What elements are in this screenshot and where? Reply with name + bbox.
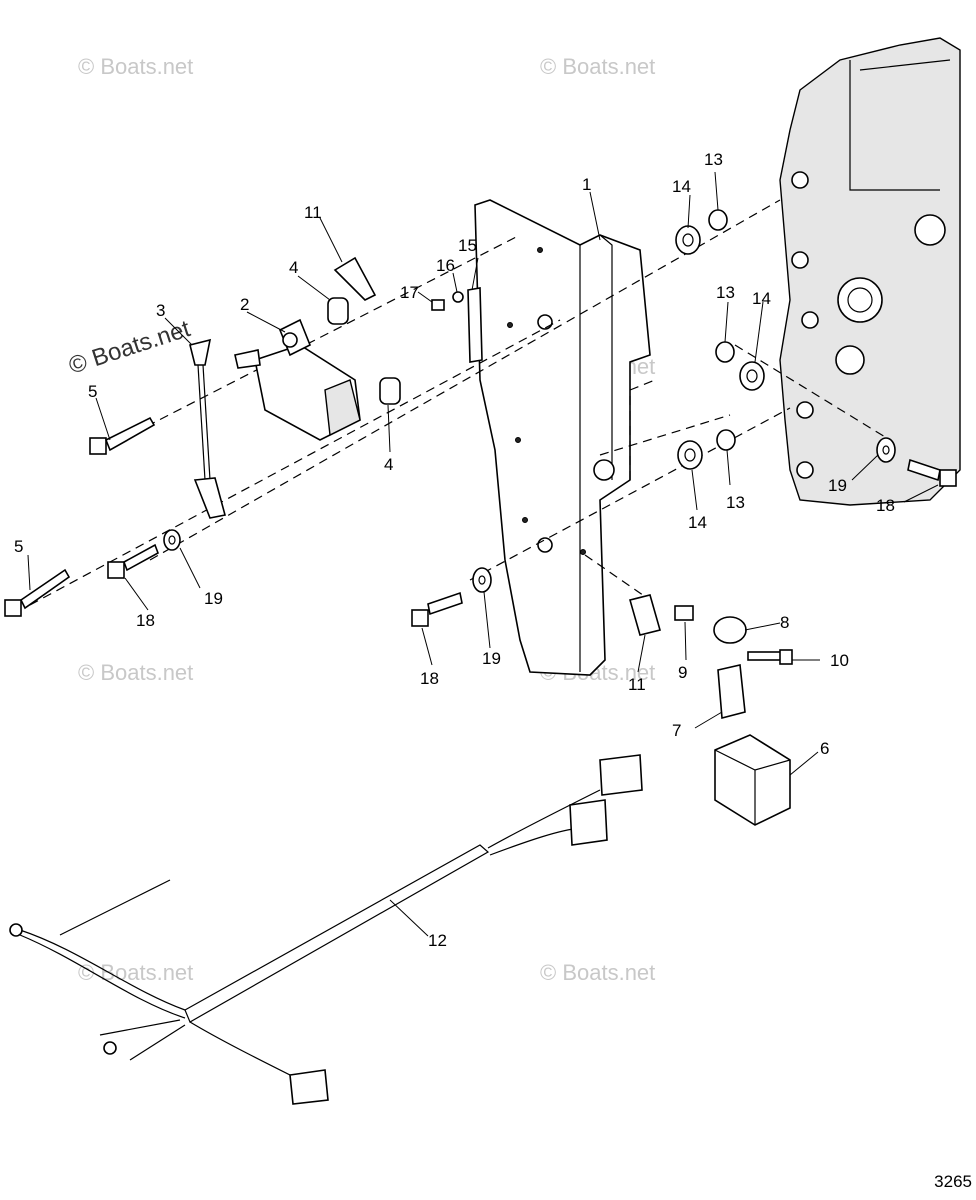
figure-number: 3265 <box>934 1172 972 1191</box>
callout-14: 14 <box>688 513 707 532</box>
bolt-short <box>107 543 159 579</box>
cable-clip <box>333 256 661 636</box>
callout-5: 5 <box>14 537 23 556</box>
small-hardware <box>431 287 483 363</box>
callout-13: 13 <box>726 493 745 512</box>
callout-5: 5 <box>88 382 97 401</box>
callout-2: 2 <box>240 295 249 314</box>
callout-1: 1 <box>582 175 591 194</box>
watermark: © Boats.net <box>78 660 193 685</box>
callout-13: 13 <box>704 150 723 169</box>
watermark: © Boats.net <box>78 960 193 985</box>
spacer <box>327 297 401 405</box>
callout-18: 18 <box>876 496 895 515</box>
bolt-long <box>4 568 71 617</box>
bushing <box>708 209 736 451</box>
mounting-bracket <box>474 199 651 676</box>
callout-13: 13 <box>716 283 735 302</box>
grommet <box>675 225 765 470</box>
wire-harness <box>9 754 643 1105</box>
callout-8: 8 <box>780 613 789 632</box>
callout-4: 4 <box>384 455 393 474</box>
watermark: © Boats.net <box>66 315 194 380</box>
callout-4: 4 <box>289 258 298 277</box>
callout-7: 7 <box>672 721 681 740</box>
callout-19: 19 <box>482 649 501 668</box>
callout-14: 14 <box>672 177 691 196</box>
watermark: © Boats.net <box>540 54 655 79</box>
washer <box>163 437 896 593</box>
callout-18: 18 <box>420 669 439 688</box>
assembly-lines <box>29 199 891 606</box>
callout-15: 15 <box>458 236 477 255</box>
bolt-long <box>89 416 156 455</box>
fastener-set <box>674 605 793 720</box>
sensor-module <box>234 318 361 441</box>
callout-19: 19 <box>204 589 223 608</box>
watermark: © Boats.net <box>78 54 193 79</box>
callout-19: 19 <box>828 476 847 495</box>
callout-10: 10 <box>830 651 849 670</box>
relay <box>714 734 791 826</box>
watermark: © Boats.net <box>540 960 655 985</box>
link-rod <box>189 338 226 519</box>
callout-3: 3 <box>156 301 165 320</box>
leader-lines <box>27 171 939 937</box>
engine-block-housing <box>779 37 961 506</box>
callout-14: 14 <box>752 289 771 308</box>
callout-9: 9 <box>678 663 687 682</box>
callout-11: 11 <box>628 675 646 694</box>
callout-11: 11 <box>304 203 322 222</box>
callout-17: 17 <box>400 283 419 302</box>
callout-16: 16 <box>436 256 455 275</box>
callout-12: 12 <box>428 931 447 950</box>
bolt-short <box>411 591 463 627</box>
bolt-short <box>907 458 957 487</box>
callout-6: 6 <box>820 739 829 758</box>
callout-labels: 1 2 3 4 4 5 5 6 7 8 9 10 11 11 12 13 13 … <box>14 150 895 950</box>
callout-18: 18 <box>136 611 155 630</box>
